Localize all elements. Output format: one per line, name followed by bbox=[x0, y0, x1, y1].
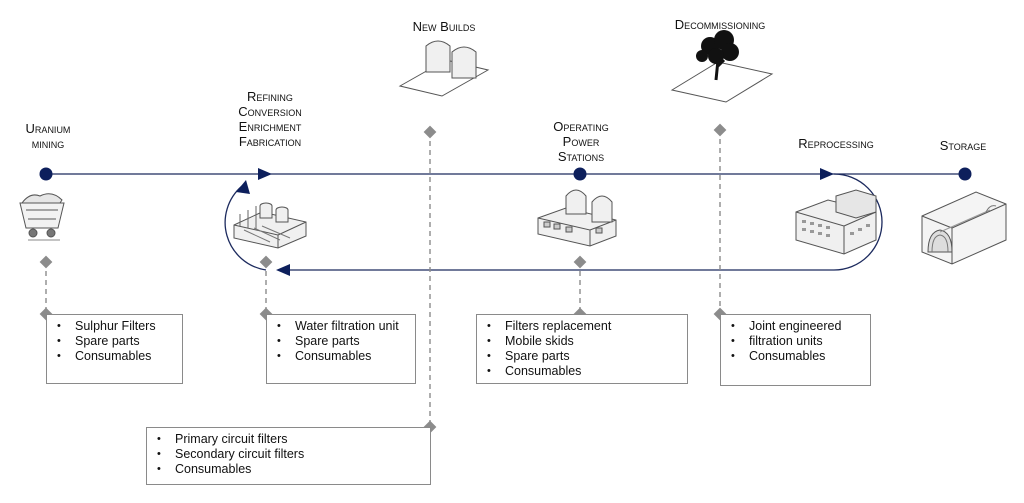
flow-arrow-reprocessing bbox=[820, 168, 834, 180]
list-item: Sulphur Filters bbox=[57, 319, 174, 334]
stage-label-refining: Refining Conversion Enrichment Fabricati… bbox=[222, 89, 318, 149]
stage-label-line: Decommissioning bbox=[674, 17, 766, 32]
box-operating-products: Filters replacement Mobile skids Spare p… bbox=[476, 314, 688, 384]
list-item: Consumables bbox=[487, 364, 679, 379]
node-operating bbox=[573, 167, 587, 181]
stage-label-line: Stations bbox=[557, 149, 605, 164]
stage-label-line: Conversion bbox=[238, 104, 302, 119]
box-mining-products: Sulphur Filters Spare parts Consumables bbox=[46, 314, 183, 384]
diamond-mining-top bbox=[39, 255, 53, 269]
list-item: Consumables bbox=[157, 462, 422, 477]
stage-label-line: Enrichment bbox=[238, 119, 302, 134]
factory-icon bbox=[233, 202, 307, 249]
diamond-operating-top bbox=[573, 255, 587, 269]
diamond-refining-top bbox=[259, 255, 273, 269]
list-item: Spare parts bbox=[57, 334, 174, 349]
stage-label-uranium-mining: Uranium mining bbox=[12, 121, 84, 151]
list-item: Consumables bbox=[277, 349, 407, 364]
power-station-icon bbox=[537, 189, 617, 247]
list-item: filtration units bbox=[731, 334, 862, 349]
list-item: Primary circuit filters bbox=[157, 432, 422, 447]
node-uranium-mining bbox=[39, 167, 53, 181]
list-item: Mobile skids bbox=[487, 334, 679, 349]
box-decommissioning-products: Joint engineered filtration units Consum… bbox=[720, 314, 871, 386]
list-item: Consumables bbox=[57, 349, 174, 364]
box-new-builds-products: Primary circuit filters Secondary circui… bbox=[146, 427, 431, 485]
loop-curve-left bbox=[224, 185, 267, 271]
stage-label-decommissioning: Decommissioning bbox=[660, 17, 780, 32]
node-storage bbox=[958, 167, 972, 181]
stage-label-new-builds: New Builds bbox=[394, 19, 494, 34]
diamond-new-builds-top bbox=[423, 125, 437, 139]
stage-label-line: Reprocessing bbox=[798, 136, 874, 151]
stage-label-line: Uranium bbox=[25, 121, 71, 136]
loop-arrow-left bbox=[236, 180, 250, 194]
stage-label-line: Operating bbox=[553, 119, 609, 134]
flow-arrow-refining bbox=[258, 168, 272, 180]
list-item: Water filtration unit bbox=[277, 319, 407, 334]
mine-cart-icon bbox=[19, 193, 65, 241]
tree-on-site-icon bbox=[670, 30, 774, 103]
stage-label-line: Refining bbox=[247, 89, 293, 104]
list-item: Spare parts bbox=[277, 334, 407, 349]
storage-tunnel-icon bbox=[921, 191, 1007, 265]
stage-label-line: Storage bbox=[939, 138, 987, 153]
return-arrow bbox=[276, 264, 290, 276]
stage-label-reprocessing: Reprocessing bbox=[786, 136, 886, 151]
list-item: Secondary circuit filters bbox=[157, 447, 422, 462]
list-item: Spare parts bbox=[487, 349, 679, 364]
return-loop-line bbox=[282, 173, 883, 271]
stage-label-line: Fabrication bbox=[238, 134, 302, 149]
list-item: Filters replacement bbox=[487, 319, 679, 334]
reprocessing-plant-icon bbox=[795, 189, 877, 255]
stage-label-line: New Builds bbox=[412, 19, 476, 34]
new-build-site-icon bbox=[398, 40, 490, 97]
stage-label-storage: Storage bbox=[928, 138, 998, 153]
stage-label-line: Power bbox=[562, 134, 600, 149]
stage-label-operating: Operating Power Stations bbox=[536, 119, 626, 164]
box-refining-products: Water filtration unit Spare parts Consum… bbox=[266, 314, 416, 384]
stage-label-line: mining bbox=[31, 136, 65, 151]
list-item: Consumables bbox=[731, 349, 862, 364]
diamond-decommissioning-top bbox=[713, 123, 727, 137]
list-item: Joint engineered bbox=[731, 319, 862, 334]
